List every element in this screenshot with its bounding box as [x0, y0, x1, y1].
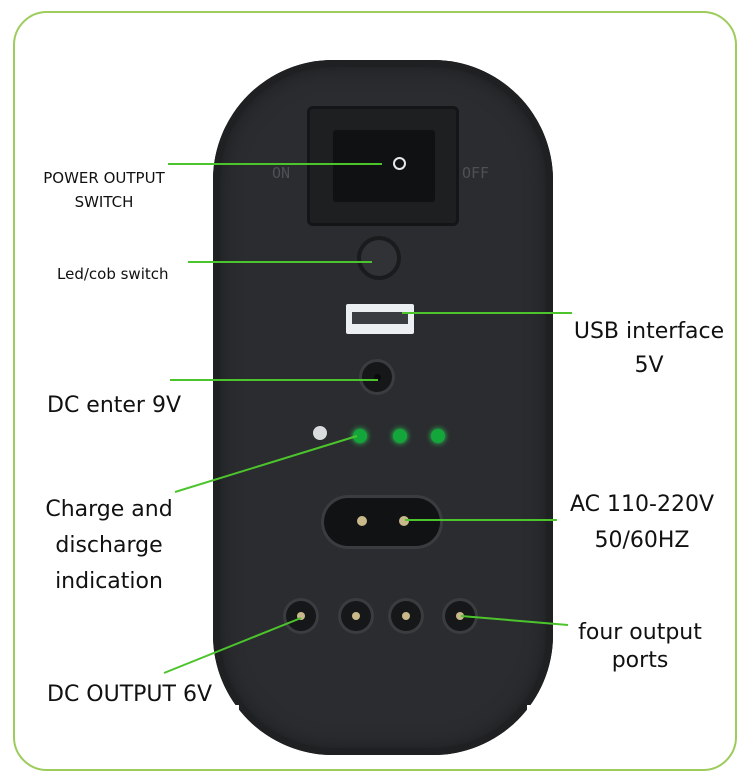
seam-right-bottom: [527, 705, 553, 713]
switch-off-mark-icon: [393, 157, 406, 170]
label-charge: Charge and discharge indication: [30, 492, 188, 600]
seam-right-top: [527, 78, 553, 86]
seam-left-top: [213, 78, 239, 86]
label-charge-line2: discharge: [55, 533, 163, 558]
label-usb: USB interface 5V: [560, 315, 738, 383]
label-power-switch-line2: SWITCH: [74, 193, 134, 211]
leader-charge: [174, 435, 358, 493]
label-power-switch: POWER OUTPUT SWITCH: [28, 166, 180, 214]
led-indicator-4: [431, 429, 445, 443]
led-indicator-3: [393, 429, 407, 443]
label-dc-output: DC OUTPUT 6V: [47, 682, 212, 707]
round-push-button-icon[interactable]: [357, 236, 401, 280]
leader-lines: [163, 163, 572, 674]
rocker-switch-icon[interactable]: [333, 130, 435, 202]
led-indicator-2: [353, 429, 367, 443]
output-port-1-pin: [297, 612, 305, 620]
leader-dc-output: [163, 617, 302, 674]
label-led-switch: Led/cob switch: [57, 265, 169, 283]
switch-on-silkscreen: ON: [272, 164, 291, 182]
label-ac-line1: AC 110-220V: [570, 492, 714, 517]
label-charge-line3: indication: [55, 569, 163, 594]
label-output-ports-line1: four output: [578, 620, 702, 645]
dc-input-pin: [374, 374, 381, 381]
ac-pin-left: [357, 516, 367, 526]
label-usb-line1: USB interface: [573, 319, 725, 344]
switch-off-silkscreen: OFF: [462, 164, 490, 182]
label-usb-line2: 5V: [634, 353, 664, 378]
output-port-3-pin: [402, 612, 410, 620]
label-dc-enter: DC enter 9V: [47, 393, 182, 418]
label-power-switch-line1: POWER OUTPUT: [43, 169, 165, 187]
output-port-2-pin: [352, 612, 360, 620]
leader-output-ports: [460, 615, 569, 626]
label-output-ports-line2: ports: [611, 648, 669, 673]
label-ac-line2: 50/60HZ: [594, 528, 690, 553]
ac-pin-right: [399, 516, 409, 526]
ac-socket[interactable]: [324, 498, 440, 546]
output-port-4-pin: [456, 612, 464, 620]
label-ac: AC 110-220V 50/60HZ: [552, 487, 732, 559]
label-output-ports: four output ports: [560, 619, 720, 675]
label-charge-line1: Charge and: [45, 497, 173, 522]
usb-port-insert: [352, 312, 408, 324]
seam-left-bottom: [213, 705, 239, 713]
led-indicator-1: [313, 426, 327, 440]
